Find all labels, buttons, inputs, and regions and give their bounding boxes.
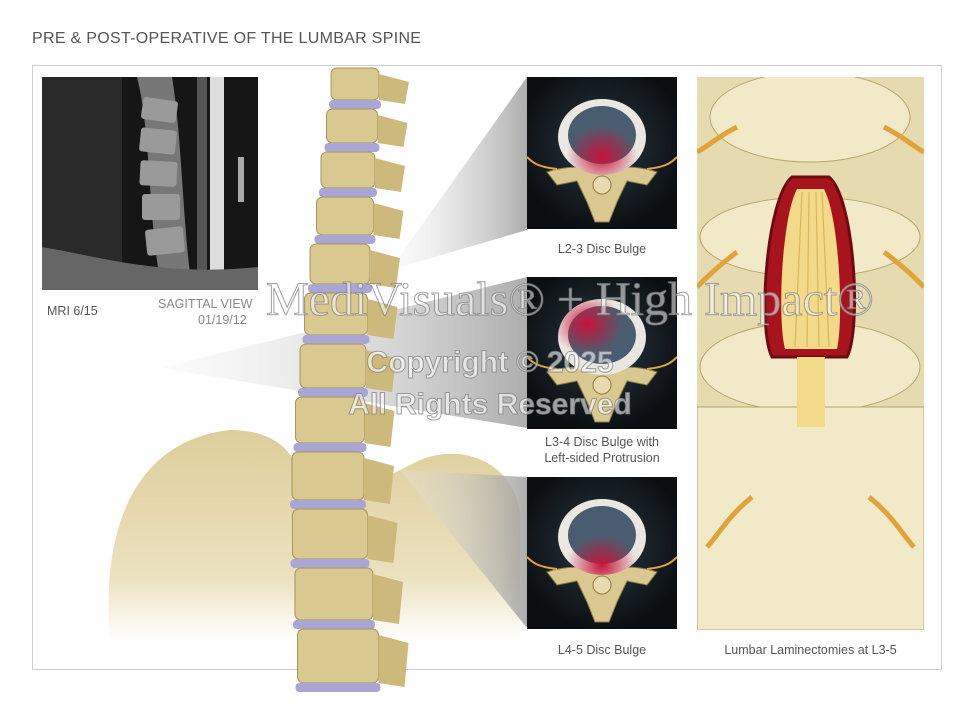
disc-cross-section <box>527 99 677 223</box>
disc-cross-section <box>527 499 677 623</box>
intervertebral-disc <box>324 143 380 152</box>
intervertebral-disc <box>319 188 377 197</box>
mri-image <box>42 77 258 290</box>
spinous-process <box>370 250 400 288</box>
laminectomy-illustration <box>697 77 924 630</box>
intervertebral-disc <box>293 620 375 629</box>
vertebra <box>292 508 368 560</box>
watermark-copyright: Copyright © 2025 <box>366 346 614 380</box>
vertebra <box>294 567 374 621</box>
mri-view-date: 01/19/12 <box>198 313 247 327</box>
spinous-process <box>377 115 408 147</box>
disc-cross-section <box>527 299 677 423</box>
spinous-process <box>364 458 394 504</box>
spinous-process <box>373 574 403 624</box>
vertebra <box>320 151 376 189</box>
intervertebral-disc <box>302 335 370 344</box>
caption-l3-4-line1: L3-4 Disc Bulge with <box>545 435 659 449</box>
vertebra <box>326 108 378 144</box>
page-title: PRE & POST-OPERATIVE OF THE LUMBAR SPINE <box>32 30 422 47</box>
intervertebral-disc <box>308 284 372 293</box>
intervertebral-disc <box>290 500 366 509</box>
exhibit-frame <box>32 65 942 670</box>
intervertebral-disc <box>295 683 381 692</box>
vertebra <box>330 67 380 101</box>
caption-l3-4-line2: Left-sided Protrusion <box>544 451 660 465</box>
disc-panel-l2-3 <box>527 77 677 229</box>
disc-panel-l3-4 <box>527 277 677 429</box>
watermark-brand: MediVisuals® + High Impact® <box>266 273 875 327</box>
caption-l2-3: L2-3 Disc Bulge <box>557 242 647 256</box>
intervertebral-disc <box>290 559 370 568</box>
caption-l4-5: L4-5 Disc Bulge <box>557 643 647 657</box>
mri-view-label: SAGITTAL VIEW <box>158 297 253 311</box>
spinous-process <box>366 350 396 392</box>
caption-laminectomy: Lumbar Laminectomies at L3-5 <box>724 643 897 657</box>
disc-panel-l4-5 <box>527 477 677 629</box>
spinous-process <box>375 158 405 192</box>
intervertebral-disc <box>298 388 368 397</box>
intervertebral-disc <box>293 443 367 452</box>
spinous-process <box>364 403 395 447</box>
spinous-process <box>378 635 409 687</box>
watermark-rights: All Rights Reserved <box>348 388 632 422</box>
spinous-process <box>367 515 398 563</box>
spinous-process <box>373 203 404 239</box>
vertebra <box>316 196 374 236</box>
vertebra <box>291 451 365 501</box>
spinous-process <box>379 74 409 104</box>
mri-label: MRI 6/15 <box>47 304 98 318</box>
vertebra <box>297 628 379 684</box>
intervertebral-disc <box>314 235 376 244</box>
intervertebral-disc <box>329 100 381 109</box>
spinous-process <box>367 299 398 339</box>
